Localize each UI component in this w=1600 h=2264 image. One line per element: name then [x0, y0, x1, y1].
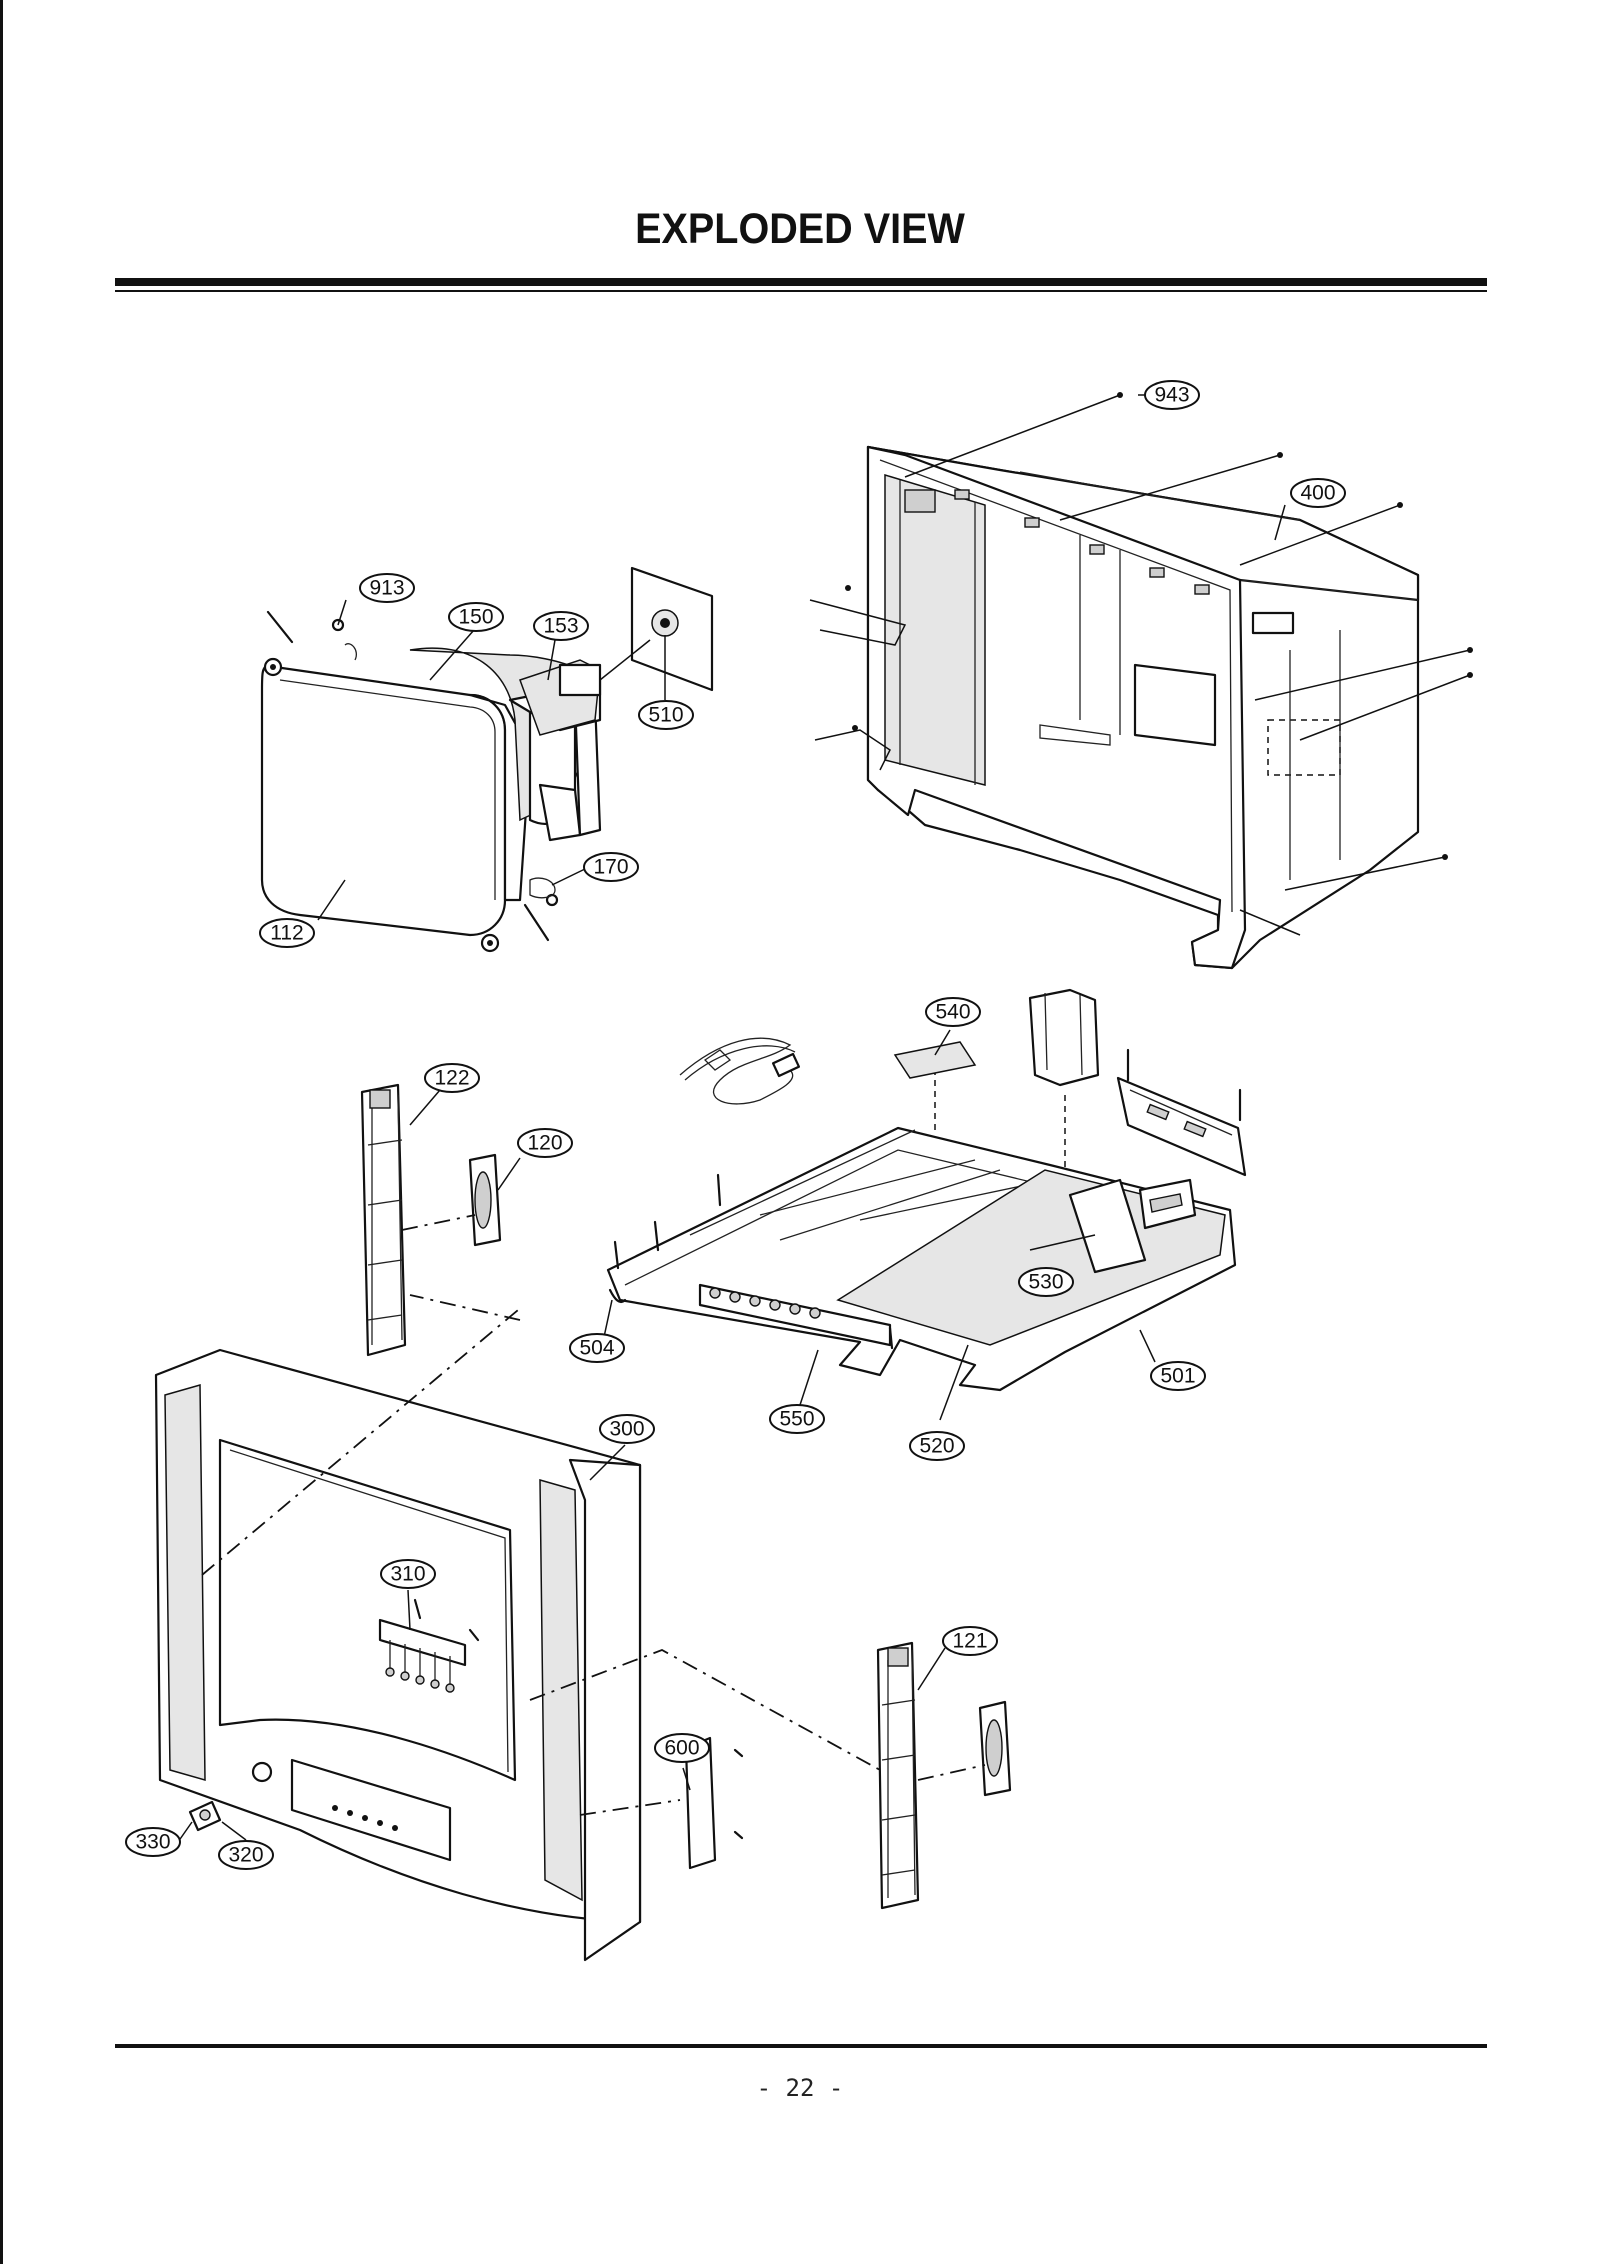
callout-170: 170: [583, 852, 639, 882]
front-cabinet-drawing: [154, 1294, 881, 1962]
callout-550: 550: [769, 1404, 825, 1434]
svg-text:550: 550: [779, 1408, 814, 1431]
svg-text:150: 150: [458, 606, 493, 629]
callout-330: 330: [125, 1827, 181, 1857]
callout-504: 504: [569, 1333, 625, 1363]
callout-150: 150: [448, 602, 504, 632]
svg-text:330: 330: [135, 1831, 170, 1854]
header-rule-thin: [115, 290, 1487, 292]
callout-121: 121: [942, 1626, 998, 1656]
frame-clips: [954, 489, 1210, 595]
footer-rule: [115, 2044, 1487, 2048]
callout-913: 913: [359, 573, 415, 603]
callout-530: 530: [1018, 1267, 1074, 1297]
svg-text:320: 320: [228, 1844, 263, 1867]
av-jacks: [709, 1287, 821, 1319]
callout-112: 112: [259, 918, 315, 948]
callout-501: 501: [1150, 1361, 1206, 1391]
svg-text:943: 943: [1154, 384, 1189, 407]
flyback-transformer-drawing: [1028, 988, 1100, 1087]
page-title: EXPLODED VIEW: [635, 205, 965, 253]
callout-153: 153: [533, 611, 589, 641]
svg-text:121: 121: [952, 1630, 987, 1653]
crt-socket-board-drawing: [599, 566, 714, 692]
svg-text:400: 400: [1300, 482, 1335, 505]
svg-text:530: 530: [1028, 1271, 1063, 1294]
callout-400: 400: [1290, 478, 1346, 508]
main-chassis-drawing: [606, 1058, 1237, 1392]
control-button-block: [378, 1598, 480, 1693]
callout-520: 520: [909, 1431, 965, 1461]
callout-320: 320: [218, 1840, 274, 1870]
rear-av-bracket-drawing: [1116, 1048, 1247, 1177]
svg-text:153: 153: [543, 615, 578, 638]
callout-540: 540: [925, 997, 981, 1027]
rear-cabinet-drawing: [809, 392, 1473, 970]
svg-text:520: 520: [919, 1435, 954, 1458]
page-number: - 22 -: [756, 2074, 844, 2102]
shield-plate-540: [893, 1041, 977, 1079]
svg-text:170: 170: [593, 856, 628, 879]
power-cord-drawing: [679, 1037, 801, 1105]
svg-text:600: 600: [664, 1737, 699, 1760]
svg-text:510: 510: [648, 704, 683, 727]
svg-text:540: 540: [935, 1001, 970, 1024]
svg-text:122: 122: [434, 1067, 469, 1090]
svg-text:504: 504: [579, 1337, 614, 1360]
svg-text:300: 300: [609, 1418, 644, 1441]
part-callouts: 943 400 913 150 153 510 170 112 540 122 …: [125, 380, 1346, 1870]
picture-tube-drawing: [260, 610, 602, 953]
callout-510: 510: [638, 700, 694, 730]
svg-text:120: 120: [527, 1132, 562, 1155]
svg-text:501: 501: [1160, 1365, 1195, 1388]
svg-text:913: 913: [369, 577, 404, 600]
callout-122: 122: [424, 1063, 480, 1093]
front-buttons: [332, 1805, 398, 1831]
header-rule-thick: [115, 278, 1487, 286]
page-edge-border: [0, 0, 3, 2264]
svg-text:112: 112: [270, 922, 303, 945]
callout-600: 600: [654, 1733, 710, 1763]
svg-text:310: 310: [390, 1563, 425, 1586]
callout-310: 310: [380, 1559, 436, 1589]
callout-120: 120: [517, 1128, 573, 1158]
left-speaker-box-drawing: [360, 1083, 502, 1357]
callout-300: 300: [599, 1414, 655, 1444]
right-speaker-box-drawing: [876, 1641, 1012, 1910]
callout-943: 943: [1144, 380, 1200, 410]
